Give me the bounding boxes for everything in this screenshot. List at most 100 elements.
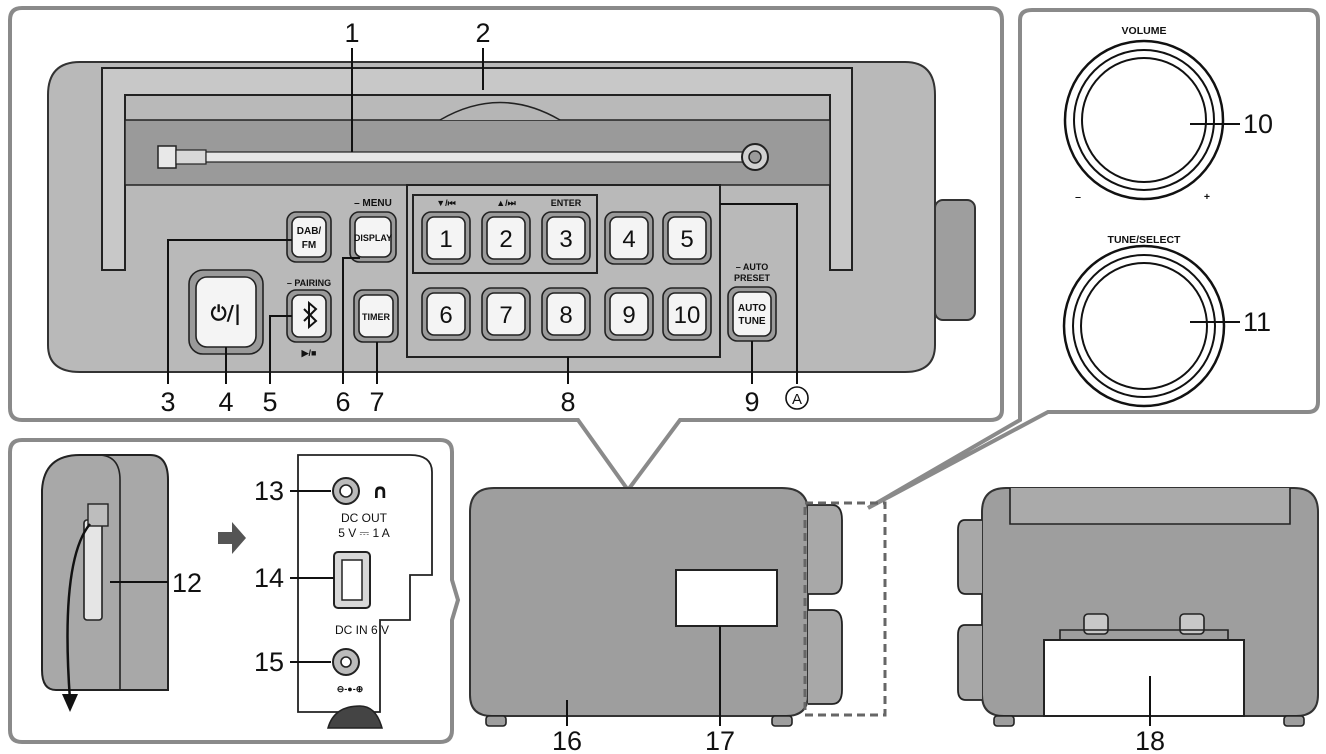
leader-A (720, 203, 798, 384)
svg-text:8: 8 (559, 302, 572, 329)
knob-highlight-box (803, 501, 887, 717)
callout-8: 8 (560, 387, 575, 417)
usb-port[interactable] (333, 551, 371, 609)
cable (327, 705, 383, 729)
preset-key-7[interactable]: 7 (481, 287, 531, 341)
callout-1: 1 (344, 18, 359, 48)
pairing-secondary-label: – PAIRING (287, 278, 331, 288)
volume-label: VOLUME (1122, 25, 1167, 37)
callout-9: 9 (744, 387, 759, 417)
leader-6 (342, 257, 360, 384)
enter-label: ENTER (551, 198, 582, 208)
leader-3 (167, 239, 292, 384)
bluetooth-icon (303, 300, 318, 330)
preset-key-5[interactable]: 5 (662, 211, 712, 265)
polarity-icon: ⊖-●-⊕ (337, 684, 364, 694)
callout-11: 11 (1243, 307, 1271, 337)
leader-5 (269, 315, 292, 384)
preset-button-area (406, 184, 721, 358)
power-button[interactable]: ⏻/| (188, 269, 264, 355)
dc-out-label-line1: DC OUT (341, 511, 388, 525)
callout-10: 10 (1243, 109, 1273, 139)
preset-key-4[interactable]: 4 (604, 211, 654, 265)
volume-minus: – (1075, 191, 1081, 203)
preset-key-2[interactable]: 2 (481, 211, 531, 265)
callout-A-circle (785, 386, 809, 410)
callout-4: 4 (218, 387, 233, 417)
front-view: 16 17 (469, 487, 887, 754)
preset-key-1[interactable]: 1 (421, 211, 471, 265)
port-panel: 12 ∩ DC OUT 5 V ⎓ 1 A DC IN 6 V ⊖-●-⊕ 13… (8, 438, 461, 744)
svg-text:3: 3 (559, 226, 572, 253)
headphone-icon: ∩ (372, 479, 388, 503)
open-direction-arrow (66, 523, 91, 701)
play-stop-label: ▶/■ (301, 348, 317, 358)
svg-text:2: 2 (499, 226, 512, 253)
timer-button[interactable]: TIMER (353, 289, 399, 343)
callout-13: 13 (254, 476, 284, 506)
svg-text:7: 7 (499, 302, 512, 329)
callout-6: 6 (335, 387, 350, 417)
auto-tune-label-line2: TUNE (738, 316, 766, 327)
top-controls-panel: DAB/ FM – MENU DISPLAY ⏻/| – PAIRING ▶/■ (8, 6, 1004, 494)
auto-preset-label-line2: PRESET (734, 273, 771, 283)
navigation-key-group (412, 194, 598, 274)
bluetooth-button[interactable] (286, 289, 332, 343)
side-knob-profile (934, 199, 976, 321)
timer-button-label: TIMER (362, 312, 390, 322)
callout-14: 14 (254, 563, 284, 593)
display-button[interactable]: DISPLAY (349, 211, 397, 263)
callout-A: A (792, 391, 802, 408)
volume-knob[interactable] (1063, 39, 1225, 201)
callout-7: 7 (369, 387, 384, 417)
svg-text:10: 10 (674, 302, 701, 329)
tune-select-label: TUNE/SELECT (1108, 234, 1182, 246)
arrow-head-icon (62, 694, 78, 712)
cover-tab[interactable] (87, 503, 109, 527)
auto-tune-button[interactable]: AUTO TUNE (727, 286, 777, 342)
antenna (157, 143, 769, 171)
callout-5: 5 (262, 387, 277, 417)
dab-fm-label-line2: FM (302, 240, 316, 251)
svg-text:9: 9 (622, 302, 635, 329)
svg-text:6: 6 (439, 302, 452, 329)
svg-text:1: 1 (439, 226, 452, 253)
display-button-label: DISPLAY (354, 233, 392, 243)
antenna-mount-arc (439, 101, 561, 121)
callout-17: 17 (705, 726, 735, 754)
dc-in-label: DC IN 6 V (335, 623, 389, 637)
port-cover[interactable] (83, 519, 103, 621)
preset-key-10[interactable]: 10 (662, 287, 712, 341)
menu-secondary-label: – MENU (354, 198, 392, 209)
back-view: 18 (957, 487, 1319, 754)
callout-12: 12 (172, 568, 202, 598)
up-next-label: ▲/⏭ (496, 198, 516, 208)
knob-panel: VOLUME – + TUNE/SELECT 10 11 (866, 8, 1320, 510)
preset-key-6[interactable]: 6 (421, 287, 471, 341)
dc-in-jack[interactable] (332, 648, 360, 676)
display-window (675, 569, 778, 627)
down-prev-label: ▼/⏮ (436, 198, 456, 208)
svg-text:4: 4 (622, 226, 635, 253)
svg-text:5: 5 (680, 226, 693, 253)
preset-key-9[interactable]: 9 (604, 287, 654, 341)
front-volume-knob-edge (808, 504, 843, 595)
volume-plus: + (1204, 191, 1210, 203)
power-icon: ⏻/| (211, 301, 241, 325)
dab-fm-button[interactable]: DAB/ FM (286, 211, 332, 263)
dab-fm-label-line1: DAB/ (297, 226, 322, 237)
tune-select-knob[interactable] (1062, 244, 1226, 408)
battery-compartment[interactable] (1043, 613, 1245, 717)
right-arrow-icon (218, 522, 246, 554)
radio-side-view (41, 454, 169, 712)
callout-3: 3 (160, 387, 175, 417)
callout-2: 2 (475, 18, 490, 48)
preset-key-3[interactable]: 3 (541, 211, 591, 265)
headphone-jack[interactable] (332, 477, 360, 505)
auto-preset-label-line1: – AUTO (736, 262, 769, 272)
front-tune-knob-edge (808, 609, 843, 705)
preset-key-8[interactable]: 8 (541, 287, 591, 341)
auto-tune-label-line1: AUTO (738, 303, 766, 314)
callout-15: 15 (254, 647, 284, 677)
